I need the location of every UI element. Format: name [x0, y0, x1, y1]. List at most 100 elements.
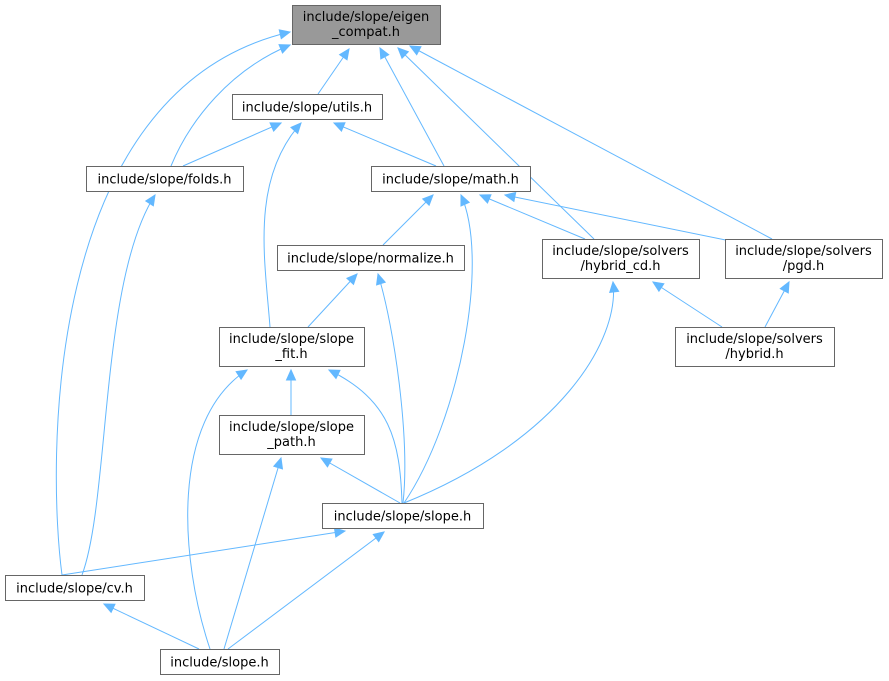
edge-folds-to-cv-line: [81, 194, 156, 576]
node-hybrid-cd[interactable]: include/slope/solvers/hybrid_cd.h: [542, 239, 700, 279]
edge-math-to-slope-h-line: [403, 194, 473, 504]
node-label: include/slope/solvers: [686, 332, 823, 347]
edge-normalize-to-slope-h-arrowhead: [376, 272, 387, 286]
edge-utils-to-slope-fit-line: [263, 122, 302, 328]
edge-math-to-pgd-arrowhead: [503, 191, 517, 203]
edge-slope-h-to-slope-root: [227, 531, 385, 650]
edge-math-to-hybrid-cd: [478, 194, 586, 240]
node-box: [219, 415, 365, 455]
node-label: include/slope/slope: [229, 332, 354, 347]
edge-hybrid-cd-to-hybrid-line: [652, 281, 723, 328]
edge-eigen-compat-to-folds-arrowhead: [278, 44, 292, 54]
edge-eigen-compat-to-folds: [170, 44, 292, 167]
edge-slope-fit-to-slope-path-arrowhead: [285, 368, 297, 381]
edge-folds-to-cv: [81, 193, 156, 576]
edge-slope-path-to-slope-root: [223, 456, 284, 650]
edge-math-to-pgd-line: [504, 194, 756, 247]
edge-eigen-compat-to-pgd-line: [409, 45, 773, 240]
edge-slope-path-to-slope-root-line: [223, 457, 282, 650]
edge-eigen-compat-to-utils-arrowhead: [338, 47, 350, 61]
edge-slope-h-to-cv-line: [61, 530, 346, 576]
node-box: [86, 166, 244, 192]
node-box: [160, 649, 280, 675]
node-label: include/slope/normalize.h: [287, 252, 454, 267]
edge-slope-fit-to-slope-root: [187, 369, 249, 650]
edge-eigen-compat-to-cv-arrowhead: [278, 29, 292, 40]
edge-eigen-compat-to-cv: [55, 29, 292, 576]
node-label: include/slope/math.h: [382, 173, 519, 188]
node-label: include/slope/slope: [229, 420, 354, 435]
node-label: include/slope/cv.h: [16, 582, 133, 597]
node-box: [232, 94, 383, 120]
node-box: [725, 239, 883, 279]
node-label: /hybrid_cd.h: [580, 259, 660, 274]
edge-cv-to-slope-root-arrowhead: [102, 603, 116, 614]
node-box: [322, 503, 484, 529]
node-slope-path[interactable]: include/slope/slope_path.h: [219, 415, 365, 455]
edge-eigen-compat-to-math-line: [379, 47, 445, 167]
edge-slope-fit-to-slope-h-line: [328, 369, 403, 504]
node-label: include/slope/utils.h: [242, 101, 372, 116]
node-label: include/slope/slope.h: [334, 510, 471, 525]
edge-slope-fit-to-slope-h-arrowhead: [327, 369, 341, 380]
edge-math-to-normalize-line: [382, 194, 434, 246]
node-cv[interactable]: include/slope/cv.h: [5, 575, 145, 601]
edge-normalize-to-slope-h: [376, 272, 406, 504]
edge-slope-path-to-slope-root-arrowhead: [272, 456, 284, 470]
edge-slope-path-to-slope-h-line: [320, 457, 401, 504]
edge-utils-to-slope-fit: [263, 122, 302, 328]
node-slope-fit[interactable]: include/slope/slope_fit.h: [219, 327, 365, 367]
edge-slope-fit-to-slope-root-arrowhead: [235, 369, 249, 381]
node-box: [5, 575, 145, 601]
node-label: _fit.h: [274, 347, 307, 362]
node-label: _path.h: [266, 435, 315, 450]
edge-slope-h-to-cv-arrowhead: [333, 527, 347, 538]
node-label: /hybrid.h: [725, 347, 783, 362]
edge-math-to-normalize: [382, 194, 434, 246]
node-hybrid[interactable]: include/slope/solvers/hybrid.h: [675, 327, 835, 367]
node-box: [675, 327, 835, 367]
edge-slope-fit-to-slope-path: [285, 368, 297, 415]
node-label: /pgd.h: [783, 259, 825, 274]
node-slope-h[interactable]: include/slope/slope.h: [322, 503, 484, 529]
node-box: [371, 166, 531, 192]
edge-utils-to-slope-fit-arrowhead: [290, 122, 302, 135]
node-normalize[interactable]: include/slope/normalize.h: [277, 245, 465, 271]
node-label: include/slope/eigen: [303, 10, 430, 25]
edge-eigen-compat-to-cv-line: [55, 31, 291, 576]
edge-pgd-to-hybrid: [764, 280, 790, 328]
node-box: [277, 245, 465, 271]
node-label: include/slope/folds.h: [98, 173, 232, 188]
node-label: include/slope/solvers: [552, 244, 689, 259]
node-slope-root[interactable]: include/slope.h: [160, 649, 280, 675]
edge-hybrid-cd-to-hybrid: [651, 281, 723, 328]
node-pgd[interactable]: include/slope/solvers/pgd.h: [725, 239, 883, 279]
edge-eigen-compat-to-hybrid-cd-line: [397, 47, 595, 240]
edge-math-to-slope-h-arrowhead: [460, 193, 471, 207]
edge-math-to-pgd: [503, 191, 756, 247]
edge-pgd-to-hybrid-arrowhead: [779, 280, 790, 294]
node-label: include/slope/solvers: [735, 244, 872, 259]
edge-hybrid-cd-to-slope-h-arrowhead: [609, 280, 620, 294]
node-box: [219, 327, 365, 367]
node-math[interactable]: include/slope/math.h: [371, 166, 531, 192]
edge-slope-path-to-slope-h-arrowhead: [319, 457, 333, 468]
edge-slope-path-to-slope-h: [319, 457, 401, 504]
node-folds[interactable]: include/slope/folds.h: [86, 166, 244, 192]
edge-slope-fit-to-slope-h: [327, 369, 403, 504]
edge-slope-h-to-cv: [61, 527, 347, 576]
node-utils[interactable]: include/slope/utils.h: [232, 94, 383, 120]
edge-hybrid-cd-to-slope-h: [403, 280, 620, 504]
edge-cv-to-slope-root-line: [103, 603, 200, 650]
edge-utils-to-math: [332, 122, 437, 167]
edge-math-to-hybrid-cd-line: [479, 194, 586, 240]
edge-slope-fit-to-slope-root-line: [187, 369, 248, 650]
nodes-layer: include/slope/eigen_compat.h include/slop…: [5, 5, 883, 675]
edge-normalize-to-slope-fit: [307, 273, 358, 328]
edge-hybrid-cd-to-slope-h-line: [403, 281, 615, 504]
edge-normalize-to-slope-fit-line: [307, 273, 358, 328]
node-box: [292, 5, 441, 45]
edge-slope-h-to-slope-root-line: [227, 531, 385, 650]
edge-utils-to-math-line: [333, 122, 437, 167]
node-label: _compat.h: [331, 25, 400, 40]
